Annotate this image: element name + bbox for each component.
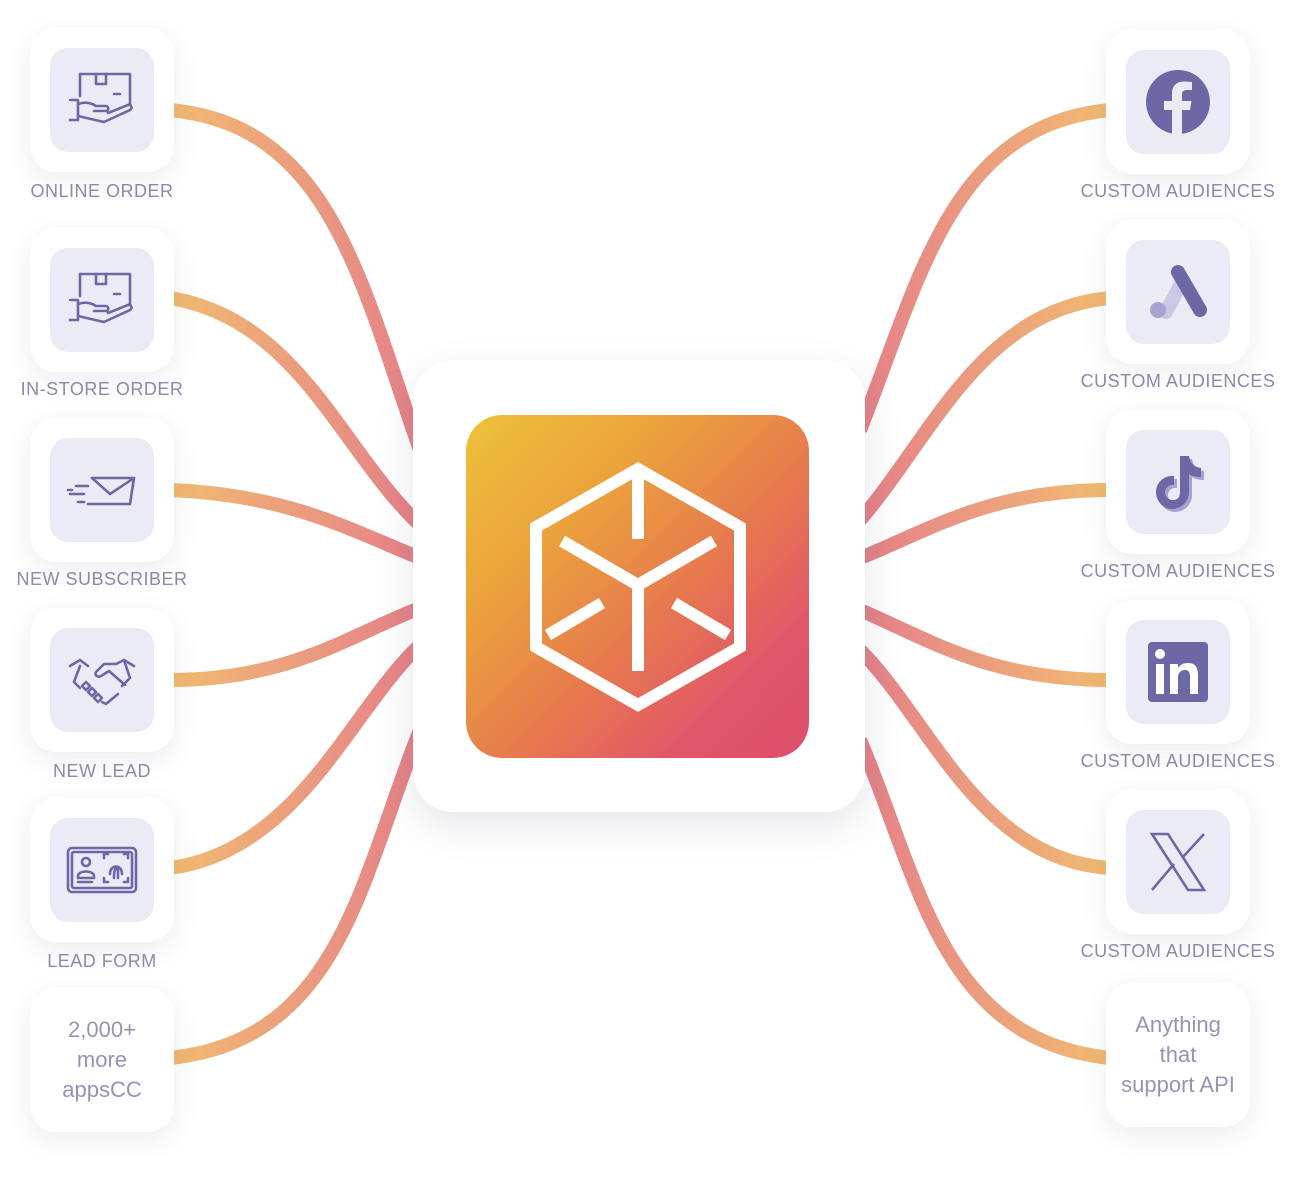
destination-google-ads[interactable]	[1106, 220, 1250, 364]
linkedin-icon	[1126, 620, 1230, 724]
more-apps-count: 2,000+	[68, 1017, 136, 1042]
box-in-hand-icon	[50, 48, 154, 152]
connection-google-ads	[854, 291, 1111, 525]
source-new-lead[interactable]	[30, 608, 174, 752]
handshake-icon	[50, 628, 154, 732]
destination-facebook[interactable]	[1106, 30, 1250, 174]
connection-api	[853, 737, 1111, 1065]
source-label: IN-STORE ORDER	[20, 379, 184, 399]
source-label: NEW LEAD	[52, 761, 152, 781]
connection-tiktok	[857, 483, 1111, 565]
source-label: LEAD FORM	[47, 951, 157, 971]
more-apps-text: more	[76, 1047, 128, 1072]
hub-card[interactable]	[413, 360, 865, 812]
google-ads-icon	[1126, 240, 1230, 344]
destination-label: CUSTOM AUDIENCES	[1080, 371, 1276, 391]
source-label: NEW SUBSCRIBER	[16, 569, 188, 589]
destination-x[interactable]	[1106, 790, 1250, 934]
source-label: ONLINE ORDER	[30, 181, 174, 201]
destination-linkedin[interactable]	[1106, 600, 1250, 744]
connection-x	[855, 645, 1111, 875]
destination-label: CUSTOM AUDIENCES	[1080, 751, 1276, 771]
api-text: Anything	[1135, 1012, 1221, 1037]
connection-facebook	[853, 103, 1111, 433]
connection-more-apps	[169, 727, 427, 1065]
connection-linkedin	[857, 603, 1111, 687]
more-apps-text: appsCC	[62, 1077, 142, 1102]
tiktok-icon	[1126, 430, 1230, 534]
connection-online-order	[169, 103, 427, 453]
connection-lead-form	[169, 639, 425, 875]
api-text: support API	[1121, 1072, 1235, 1097]
connection-in-store-order	[168, 291, 425, 531]
destination-label: CUSTOM AUDIENCES	[1080, 941, 1276, 961]
source-new-subscriber[interactable]	[30, 418, 174, 562]
connection-new-subscriber	[169, 483, 423, 565]
x-icon	[1126, 810, 1230, 914]
api-card[interactable]: Anything that support API	[1106, 983, 1250, 1127]
more-apps-card[interactable]: 2,000+ more appsCC	[30, 988, 174, 1132]
source-lead-form[interactable]	[30, 798, 174, 942]
destination-label: CUSTOM AUDIENCES	[1080, 181, 1276, 201]
connection-new-lead	[169, 601, 423, 687]
fast-mail-icon	[50, 438, 154, 542]
cube-logo-icon	[529, 461, 746, 712]
api-text: that	[1159, 1042, 1197, 1067]
source-online-order[interactable]	[30, 28, 174, 172]
box-in-hand-icon	[50, 248, 154, 352]
source-in-store-order[interactable]	[30, 228, 174, 372]
destination-tiktok[interactable]	[1106, 410, 1250, 554]
hub-logo	[466, 415, 809, 758]
facebook-icon	[1126, 50, 1230, 154]
destination-label: CUSTOM AUDIENCES	[1080, 561, 1276, 581]
id-fingerprint-icon	[50, 818, 154, 922]
